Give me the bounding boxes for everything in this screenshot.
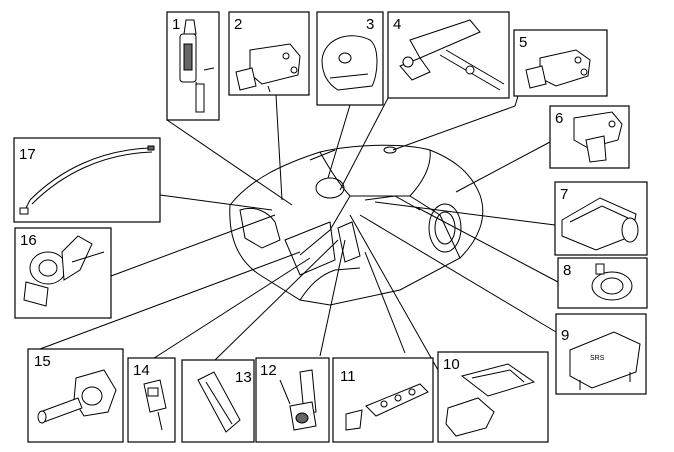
- callout-box-14: 14: [127, 357, 176, 443]
- leader-lines: [39, 94, 559, 371]
- callout-box-11: 11: [332, 357, 434, 443]
- callout-number-13: 13: [235, 369, 252, 386]
- impact-sensor-part-5: [525, 49, 591, 89]
- callout-number-10: 10: [443, 356, 460, 373]
- callout-number-3: 3: [366, 16, 374, 33]
- buckle-sensor-part-12: [279, 369, 317, 431]
- callout-box-6: 6: [549, 105, 630, 169]
- callout-number-1: 1: [172, 16, 180, 33]
- callout-number-17: 17: [19, 146, 36, 163]
- wiring-harness-part: [19, 145, 155, 215]
- callout-box-13: 13: [181, 359, 255, 443]
- callout-box-10: 10: [437, 351, 549, 443]
- callout-number-7: 7: [560, 186, 568, 203]
- callout-number-5: 5: [519, 34, 527, 51]
- passenger-airbag-part: [561, 197, 639, 251]
- sensor-mat-part: [445, 363, 536, 437]
- callout-box-8: 8: [557, 257, 648, 309]
- trim-cover-part: [197, 371, 241, 433]
- callout-box-12: 12: [255, 357, 330, 443]
- retractor-part-16: [23, 235, 105, 307]
- callout-number-4: 4: [393, 16, 401, 33]
- seat-belt-retractor-part: [179, 19, 215, 113]
- callout-number-2: 2: [234, 16, 242, 33]
- callout-box-3: 3: [316, 11, 384, 106]
- impact-sensor-part-6: [573, 111, 623, 163]
- car-body-outline: [229, 144, 484, 306]
- callout-number-8: 8: [563, 262, 571, 279]
- srs-module-label: SRS: [590, 355, 605, 362]
- driver-airbag-part: [321, 35, 378, 91]
- srs-control-module-part: SRS: [569, 331, 641, 390]
- callout-number-16: 16: [20, 232, 37, 249]
- callout-box-15: 15: [27, 348, 124, 443]
- steering-column-part: [399, 19, 505, 91]
- sensor-part-8: [591, 263, 633, 301]
- callout-box-4: 4: [387, 11, 510, 99]
- callout-box-17: 17: [13, 137, 161, 223]
- callout-box-16: 16: [14, 227, 112, 319]
- callout-number-14: 14: [133, 362, 150, 379]
- callout-box-2: 2: [228, 11, 310, 96]
- callout-number-9: 9: [561, 327, 569, 344]
- callout-number-15: 15: [34, 353, 51, 370]
- callout-box-9: 9 SRS: [555, 313, 647, 395]
- callout-box-7: 7: [554, 181, 648, 256]
- impact-sensor-part-2: [235, 43, 301, 93]
- callout-box-1: 1: [166, 11, 220, 121]
- pretensioner-part-15: [37, 369, 117, 424]
- bracket-part-11: [345, 383, 429, 431]
- callout-box-5: 5: [513, 29, 608, 97]
- callout-number-6: 6: [555, 110, 563, 127]
- callout-number-12: 12: [260, 362, 277, 379]
- callout-number-11: 11: [340, 368, 356, 385]
- seat-belt-buckle-part: [143, 379, 167, 431]
